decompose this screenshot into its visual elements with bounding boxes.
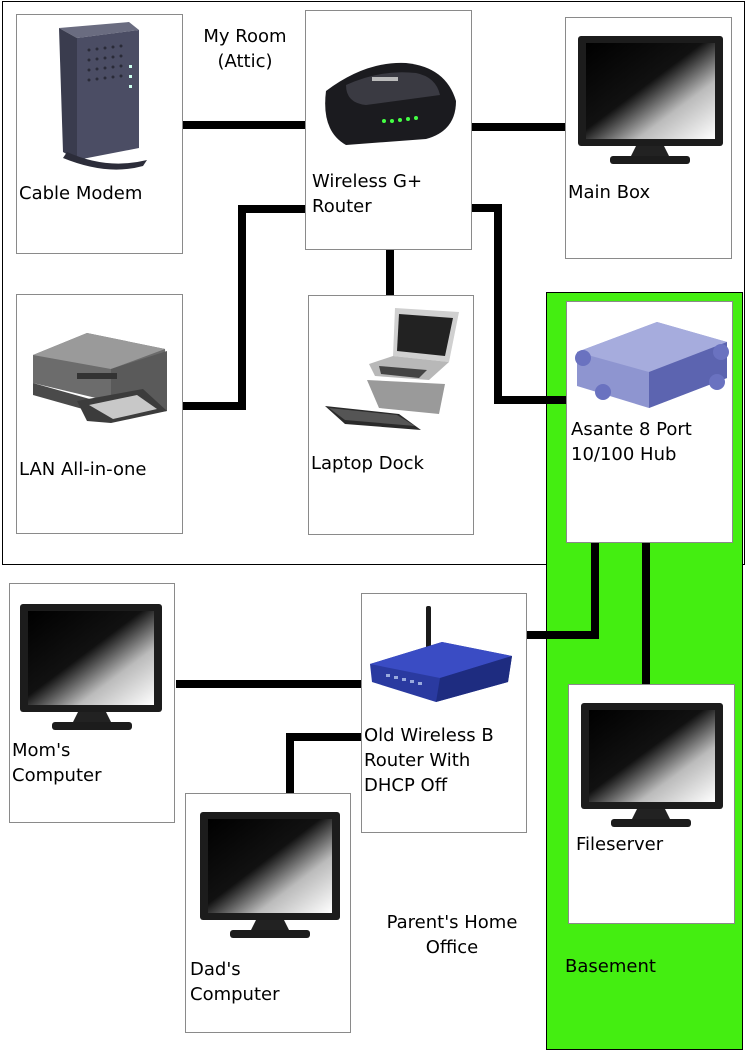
hub-label: Asante 8 Port 10/100 Hub <box>571 419 692 465</box>
laptop-dock-card: Laptop Dock <box>308 295 474 535</box>
wire-router-dock <box>386 250 394 295</box>
hub-card: Asante 8 Port 10/100 Hub <box>566 301 733 543</box>
dads-computer-label: Dad's Computer <box>190 959 280 1005</box>
parents-office-label: Parent's Home Office <box>386 912 518 958</box>
cable-modem-label: Cable Modem <box>19 183 143 204</box>
wire-router-printer-h2 <box>182 402 246 410</box>
hub-icon <box>575 322 729 408</box>
fileserver-label: Fileserver <box>576 834 664 855</box>
lan-printer-card: LAN All-in-one <box>16 294 183 534</box>
laptop-icon <box>325 308 459 430</box>
router-label: Wireless G+ Router <box>312 171 423 217</box>
old-router-label: Old Wireless B Router With DHCP Off <box>364 725 494 796</box>
wire-modem-router <box>182 121 306 129</box>
laptop-dock-label: Laptop Dock <box>311 453 424 474</box>
wire-oldrouter-mom <box>176 680 362 688</box>
lan-printer-label: LAN All-in-one <box>19 459 147 480</box>
cable-modem-card: Cable Modem <box>16 14 183 254</box>
basement-label: Basement <box>565 956 656 977</box>
old-router-card: Old Wireless B Router With DHCP Off <box>361 593 527 833</box>
wire-hub-fileserver <box>642 543 650 685</box>
wire-hub-oldrouter-v <box>591 541 599 639</box>
fileserver-monitor-icon <box>581 703 723 827</box>
wire-oldrouter-dad-h <box>286 733 362 741</box>
printer-icon <box>33 333 167 423</box>
wire-router-hub-h2 <box>494 396 568 404</box>
wire-hub-oldrouter-h <box>526 631 599 639</box>
dads-computer-card: Dad's Computer <box>185 793 351 1033</box>
my-room-label: My Room (Attic) <box>203 26 287 72</box>
moms-monitor-icon <box>20 604 162 730</box>
wire-router-hub-v <box>494 204 502 404</box>
router-icon <box>325 62 456 145</box>
wire-router-printer-h1 <box>238 205 306 213</box>
old-router-icon <box>370 606 512 702</box>
dads-monitor-icon <box>200 812 340 938</box>
wire-router-mainbox <box>471 123 567 131</box>
fileserver-card: Fileserver <box>568 684 735 924</box>
main-box-card: Main Box <box>565 17 732 259</box>
router-card: Wireless G+ Router <box>305 10 472 250</box>
main-box-monitor-icon <box>578 36 723 164</box>
cable-modem-icon <box>59 22 147 170</box>
wire-router-hub-h1 <box>470 204 502 212</box>
moms-computer-label: Mom's Computer <box>12 740 102 786</box>
main-box-label: Main Box <box>568 182 651 203</box>
moms-computer-card: Mom's Computer <box>9 583 175 823</box>
wire-oldrouter-dad-v <box>286 733 294 795</box>
wire-router-printer-v <box>238 205 246 409</box>
